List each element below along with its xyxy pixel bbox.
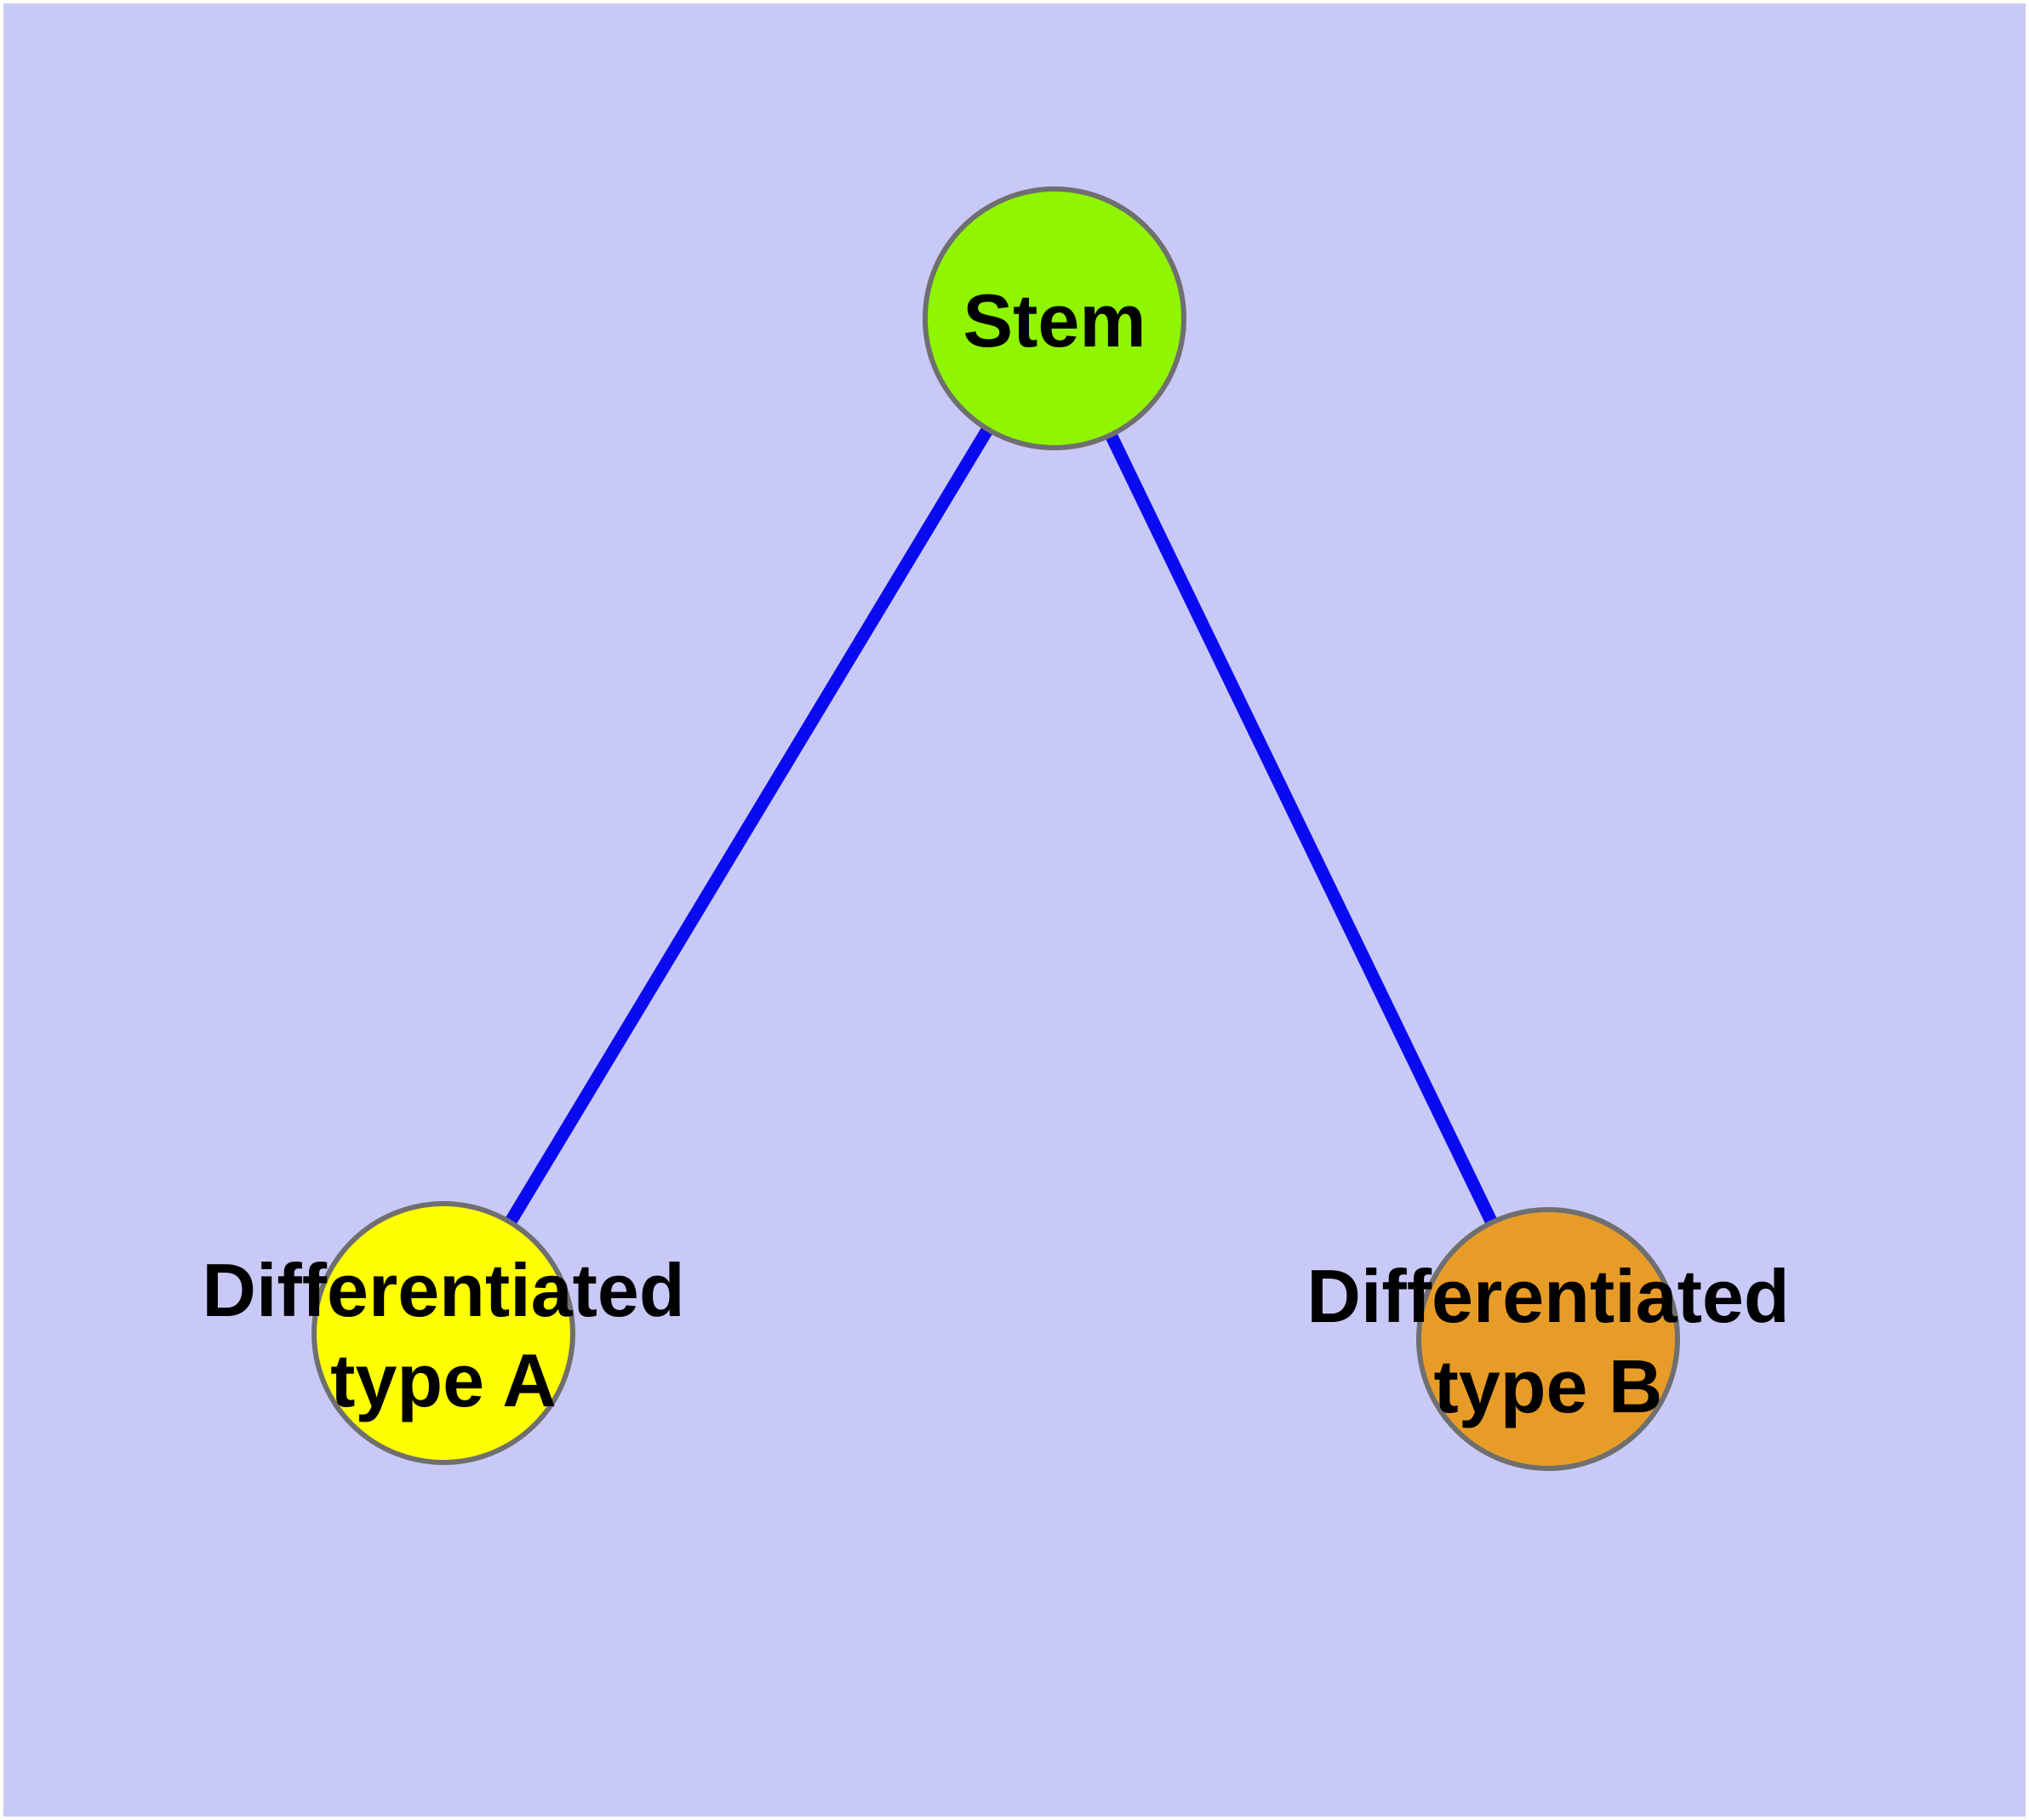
edge-stem-to-differentiated-type-b	[1049, 315, 1554, 1342]
node-differentiated-type-b	[1416, 1207, 1680, 1471]
node-stem	[923, 186, 1186, 450]
edge-stem-to-differentiated-type-a	[437, 315, 1060, 1336]
node-differentiated-type-a	[311, 1201, 575, 1465]
node-label-stem: Stem	[963, 278, 1146, 363]
